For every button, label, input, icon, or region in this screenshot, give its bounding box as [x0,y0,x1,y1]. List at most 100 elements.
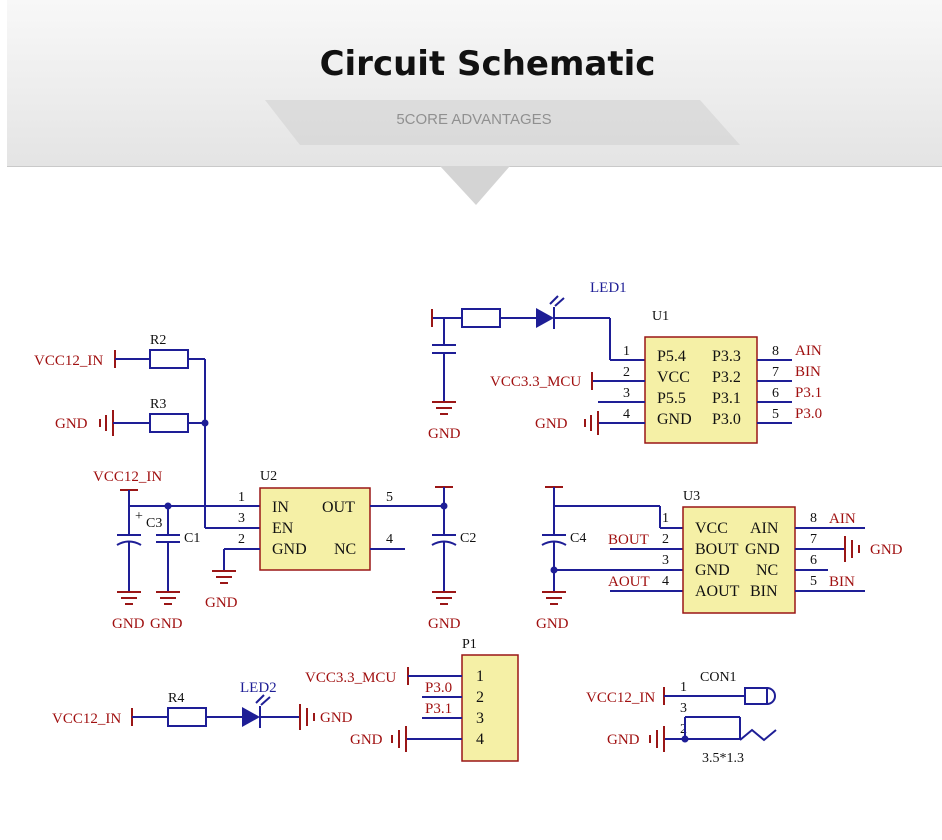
u2-vcc12-label: VCC12_IN [93,469,162,485]
u2-pin1-num: 1 [238,490,245,505]
r4-vcc12-label: VCC12_IN [52,711,121,727]
r2-resistor [149,349,189,369]
led1-label: LED1 [590,280,627,296]
led1-diode-icon [536,308,554,328]
u1-p31-label: P3.1 [795,385,822,401]
u3-pin4-num: 4 [662,574,669,589]
u1-ain-label: AIN [795,343,822,359]
r3-resistor [149,413,189,433]
u1-pin8-name: P3.3 [712,348,741,365]
con1-pin2: 2 [680,722,687,737]
u3-pin6-num: 6 [810,553,817,568]
p1-label: P1 [462,637,477,652]
u1-pin7-name: P3.2 [712,369,741,386]
p1-pin4: 4 [476,731,484,748]
r4-label: R4 [168,691,184,706]
u3-gnd-label: GND [870,542,903,558]
r4-resistor [167,707,207,727]
con1-size-label: 3.5*1.3 [702,751,744,766]
u2-pin3-num: 3 [238,511,245,526]
p1-p31-label: P3.1 [425,701,452,717]
u1-label: U1 [652,309,669,324]
con1-pin3: 3 [680,701,687,716]
r3-gnd-label: GND [55,416,88,432]
u2-pin4-num: 4 [386,532,393,547]
u3-pin4-name: AOUT [695,583,740,600]
r2-r3-section: VCC12_IN R2 GND R3 [34,333,260,529]
u3-pin2-name: BOUT [695,541,739,558]
led2-label: LED2 [240,680,277,696]
u3-section: C4 GND BOUT AOUT [536,486,683,632]
u2-gnd-label: GND [205,595,238,611]
u1-pin3-num: 3 [623,386,630,401]
u3-pin5-num: 5 [810,574,817,589]
c2-gnd-label: GND [428,616,461,632]
u2-pin2-num: 2 [238,532,245,547]
p1-pin3: 3 [476,710,484,727]
c1-label: C1 [184,531,200,546]
led2-gnd-label: GND [320,710,353,726]
con1-gnd-label: GND [607,732,640,748]
u3-pin3-num: 3 [662,553,669,568]
gnd-label-c-top: GND [428,426,461,442]
u3-pin1-num: 1 [662,511,669,526]
u1-pin5-name: P3.0 [712,411,741,428]
page-title: Circuit Schematic [319,44,656,84]
u1-pin8-num: 8 [772,344,779,359]
led2-section: VCC12_IN R4 LED2 GND [52,680,353,730]
u1-pin2-num: 2 [623,365,630,380]
u3-pin7-num: 7 [810,532,817,547]
con1-label: CON1 [700,670,737,685]
led1-resistor [461,308,501,328]
u2-pin5-num: 5 [386,490,393,505]
u3-bin-label: BIN [829,574,855,590]
u3-bout-label: BOUT [608,532,649,548]
u1-pin3-name: P5.5 [657,390,686,407]
u1-pin7-num: 7 [772,365,779,380]
c2-label: C2 [460,531,476,546]
u3-pin3-name: GND [695,562,730,579]
u1-pin1-num: 1 [623,344,630,359]
u1-bin-label: BIN [795,364,821,380]
u1-vcc33-label: VCC3.3_MCU [490,374,581,390]
p1-pin2: 2 [476,689,484,706]
led2-light-icon [255,694,271,706]
u2-pin2-name: GND [272,541,307,558]
r2-label: R2 [150,333,166,348]
u3-pin1-name: VCC [695,520,728,537]
p1-pin1: 1 [476,668,484,685]
c1-gnd-label: GND [150,616,183,632]
u1-pin1-name: P5.4 [657,348,686,365]
u1-pin5-num: 5 [772,407,779,422]
pointer-arrow [440,166,510,205]
led1-section: LED1 GND [428,280,645,442]
u3-pin7-name: GND [745,541,780,558]
r2-vcc12-label: VCC12_IN [34,353,103,369]
u2-pin4-name: NC [334,541,356,558]
u3-pin5-name: BIN [750,583,778,600]
c3-gnd-label: GND [112,616,145,632]
u2-pin5-name: OUT [322,499,355,516]
u3-pin8-name: AIN [750,520,779,537]
u2-chip: U2 IN EN GND OUT NC 1 3 2 5 4 GND C2 GND [205,469,476,632]
c4-label: C4 [570,531,586,546]
u3-aout-label: AOUT [608,574,650,590]
ribbon-shadow [265,100,740,145]
u1-p30-label: P3.0 [795,406,822,422]
u3-chip: U3 VCC BOUT GND AOUT AIN GND NC BIN 1 2 … [662,489,903,614]
u2-label: U2 [260,469,277,484]
p1-connector: P1 1 2 3 4 VCC3.3_MCU P3.0 P3.1 GND [305,637,519,762]
u3-pin6-name: NC [756,562,778,579]
led1-light-icon [549,295,565,307]
u1-chip: U1 P5.4 VCC P5.5 GND P3.3 P3.2 P3.1 P3.0… [490,309,822,444]
con1-jack: CON1 VCC12_IN 1 3 2 GND 3.5*1.3 [586,670,777,766]
u3-ain-label: AIN [829,511,856,527]
c3-plus: + [135,509,143,524]
u1-pin2-name: VCC [657,369,690,386]
c3-label: C3 [146,516,162,531]
con1-pin1: 1 [680,680,687,695]
u1-pin6-num: 6 [772,386,779,401]
u2-pin1-name: IN [272,499,289,516]
r3-label: R3 [150,397,166,412]
